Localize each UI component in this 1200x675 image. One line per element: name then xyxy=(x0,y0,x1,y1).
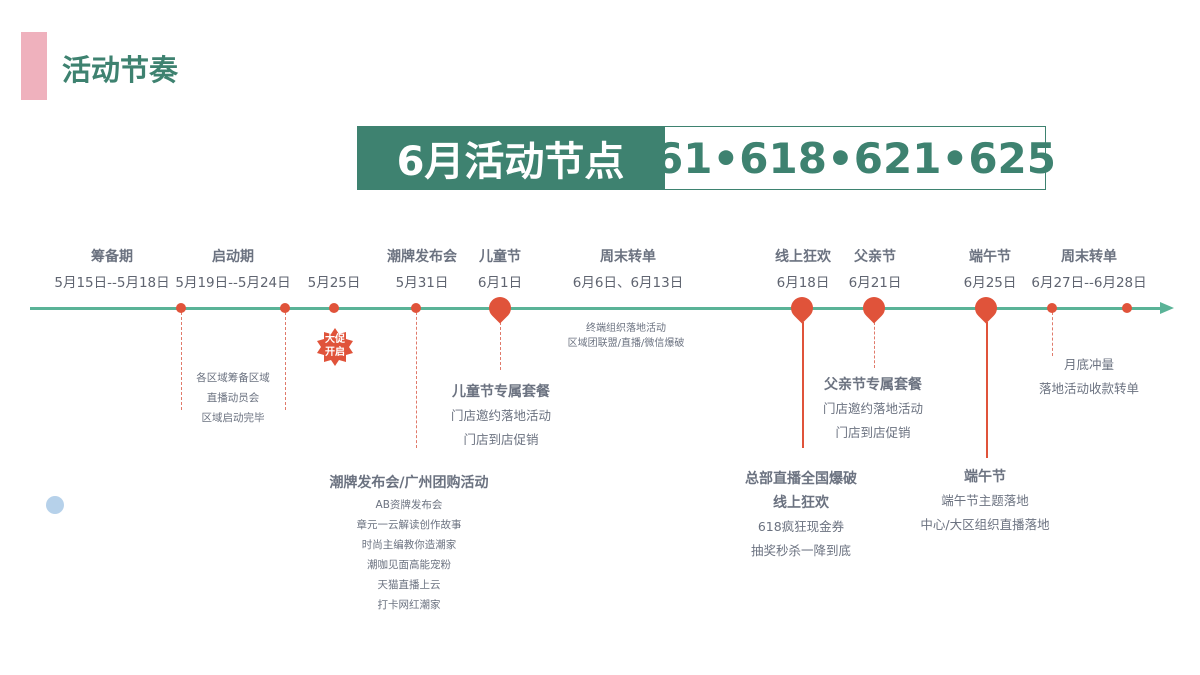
desc-line: 中心/大区组织直播落地 xyxy=(920,517,1050,532)
event-name: 父亲节 xyxy=(854,249,896,265)
event-date: 5月19日--5月24日 xyxy=(175,275,291,291)
event-name: 筹备期 xyxy=(91,249,133,265)
promo-badge-label: 大促 开启 xyxy=(316,333,354,359)
event-weekend-orders: 周末转单 6月6日、6月13日 xyxy=(573,248,683,292)
event-name: 端午节 xyxy=(969,249,1011,265)
event-date: 6月6日、6月13日 xyxy=(572,275,684,291)
desc-heading: 线上狂欢 xyxy=(773,495,829,511)
event-name: 周末转单 xyxy=(1061,249,1117,265)
event-preparation: 筹备期 5月15日--5月18日 xyxy=(54,248,169,292)
dragon-boat-pin-icon xyxy=(970,292,1002,324)
desc-line: 门店邀约落地活动 xyxy=(822,401,924,416)
desc-line: 直播动员会 xyxy=(206,392,260,404)
desc-line: 区域团联盟/直播/微信爆破 xyxy=(567,338,685,349)
connector-launch-end xyxy=(285,312,286,410)
desc-line: 终端组织落地活动 xyxy=(586,323,666,334)
desc-line: 潮咖见面高能宠粉 xyxy=(367,559,451,571)
desc-heading: 儿童节专属套餐 xyxy=(451,384,550,400)
desc-line: 落地活动收款转单 xyxy=(1038,381,1140,396)
event-date: 5月25日 xyxy=(307,275,361,291)
title-accent-bar xyxy=(21,32,47,100)
badge-line: 大促 xyxy=(325,334,345,345)
desc-heading: 潮牌发布会/广州团购活动 xyxy=(329,475,489,491)
desc-line: 章元一云解读创作故事 xyxy=(356,519,462,531)
event-date: 6月18日 xyxy=(776,275,830,291)
timeline-dot xyxy=(280,303,290,313)
father-package-desc: 父亲节专属套餐 门店邀约落地活动 门店到店促销 xyxy=(823,373,923,445)
event-trend-launch: 潮牌发布会 5月31日 xyxy=(387,248,457,292)
event-name: 启动期 xyxy=(212,249,254,265)
month-end-desc: 月底冲量 落地活动收款转单 xyxy=(1039,353,1139,401)
event-name: 潮牌发布会 xyxy=(387,249,457,265)
online-carnival-pin-icon xyxy=(786,292,818,324)
kids-package-desc: 儿童节专属套餐 门店邀约落地活动 门店到店促销 xyxy=(451,380,551,452)
timeline-dot xyxy=(411,303,421,313)
banner-dates: 61•618•621•625 xyxy=(654,126,1056,190)
timeline-axis xyxy=(30,307,1162,310)
event-online-carnival: 线上狂欢 6月18日 xyxy=(775,248,831,292)
fathers-day-pin-icon xyxy=(858,292,890,324)
connector-online xyxy=(802,322,804,448)
desc-line: 端午节主题落地 xyxy=(941,493,1029,508)
event-date: 5月15日--5月18日 xyxy=(54,275,170,291)
timeline-dot xyxy=(1047,303,1057,313)
online-carnival-desc: 总部直播全国爆破 线上狂欢 618疯狂现金券 抽奖秒杀一降到底 xyxy=(745,467,857,563)
event-childrens-day: 儿童节 6月1日 xyxy=(478,248,522,292)
desc-heading: 端午节 xyxy=(964,469,1006,485)
event-date: 5月31日 xyxy=(395,275,449,291)
desc-line: 门店邀约落地活动 xyxy=(450,408,552,423)
connector-monthend xyxy=(1052,312,1053,356)
event-date: 6月25日 xyxy=(963,275,1017,291)
desc-line: 抽奖秒杀一降到底 xyxy=(750,543,851,558)
connector-trend xyxy=(416,312,417,448)
desc-heading: 总部直播全国爆破 xyxy=(745,471,857,487)
desc-line: 天猫直播上云 xyxy=(377,579,441,591)
june-nodes-banner: 6月活动节点 61•618•621•625 xyxy=(357,126,1056,190)
desc-line: 门店到店促销 xyxy=(835,425,911,440)
desc-line: 各区域筹备区域 xyxy=(196,372,270,384)
timeline-arrow-icon xyxy=(1160,302,1174,314)
event-date: 6月1日 xyxy=(477,275,523,291)
event-month-end: 周末转单 6月27日--6月28日 xyxy=(1031,248,1146,292)
region-desc: 各区域筹备区域 直播动员会 区域启动完毕 xyxy=(196,368,270,428)
desc-line: 618疯狂现金券 xyxy=(757,519,845,534)
desc-line: 区域启动完毕 xyxy=(201,412,265,424)
banner-label: 6月活动节点 xyxy=(357,126,664,190)
dragon-boat-desc: 端午节 端午节主题落地 中心/大区组织直播落地 xyxy=(920,465,1049,537)
slide-title: 活动节奏 xyxy=(62,53,179,87)
event-name: 线上狂欢 xyxy=(775,249,831,265)
event-dragon-boat: 端午节 6月25日 xyxy=(964,248,1017,292)
trend-launch-desc: 潮牌发布会/广州团购活动 AB资牌发布会 章元一云解读创作故事 时尚主编教你造潮… xyxy=(329,471,488,615)
timeline-dot xyxy=(176,303,186,313)
event-date: 6月27日--6月28日 xyxy=(1031,275,1147,291)
event-name: 周末转单 xyxy=(599,249,656,265)
connector-kids xyxy=(500,322,501,370)
decorative-dot xyxy=(46,496,64,514)
weekend-desc: 终端组织落地活动 区域团联盟/直播/微信爆破 xyxy=(568,321,685,351)
desc-line: 时尚主编教你造潮家 xyxy=(361,539,457,551)
event-promo-start: 5月25日 xyxy=(308,248,361,292)
timeline-dot xyxy=(1122,303,1132,313)
connector-dragon xyxy=(986,322,988,458)
desc-line: 门店到店促销 xyxy=(463,432,539,447)
promo-badge-icon xyxy=(317,328,353,366)
childrens-day-pin-icon xyxy=(484,292,516,324)
event-name xyxy=(308,248,361,266)
desc-line: 月底冲量 xyxy=(1063,357,1115,372)
connector-launch xyxy=(181,312,182,410)
desc-line: AB资牌发布会 xyxy=(375,499,443,511)
event-launch: 启动期 5月19日--5月24日 xyxy=(175,248,290,292)
event-date: 6月21日 xyxy=(848,275,902,291)
desc-heading: 父亲节专属套餐 xyxy=(823,377,922,393)
event-fathers-day: 父亲节 6月21日 xyxy=(849,248,902,292)
event-name: 儿童节 xyxy=(479,249,521,265)
connector-father xyxy=(874,322,875,368)
desc-line: 打卡网红潮家 xyxy=(377,599,441,611)
badge-line: 开启 xyxy=(325,347,345,358)
timeline-dot xyxy=(329,303,339,313)
